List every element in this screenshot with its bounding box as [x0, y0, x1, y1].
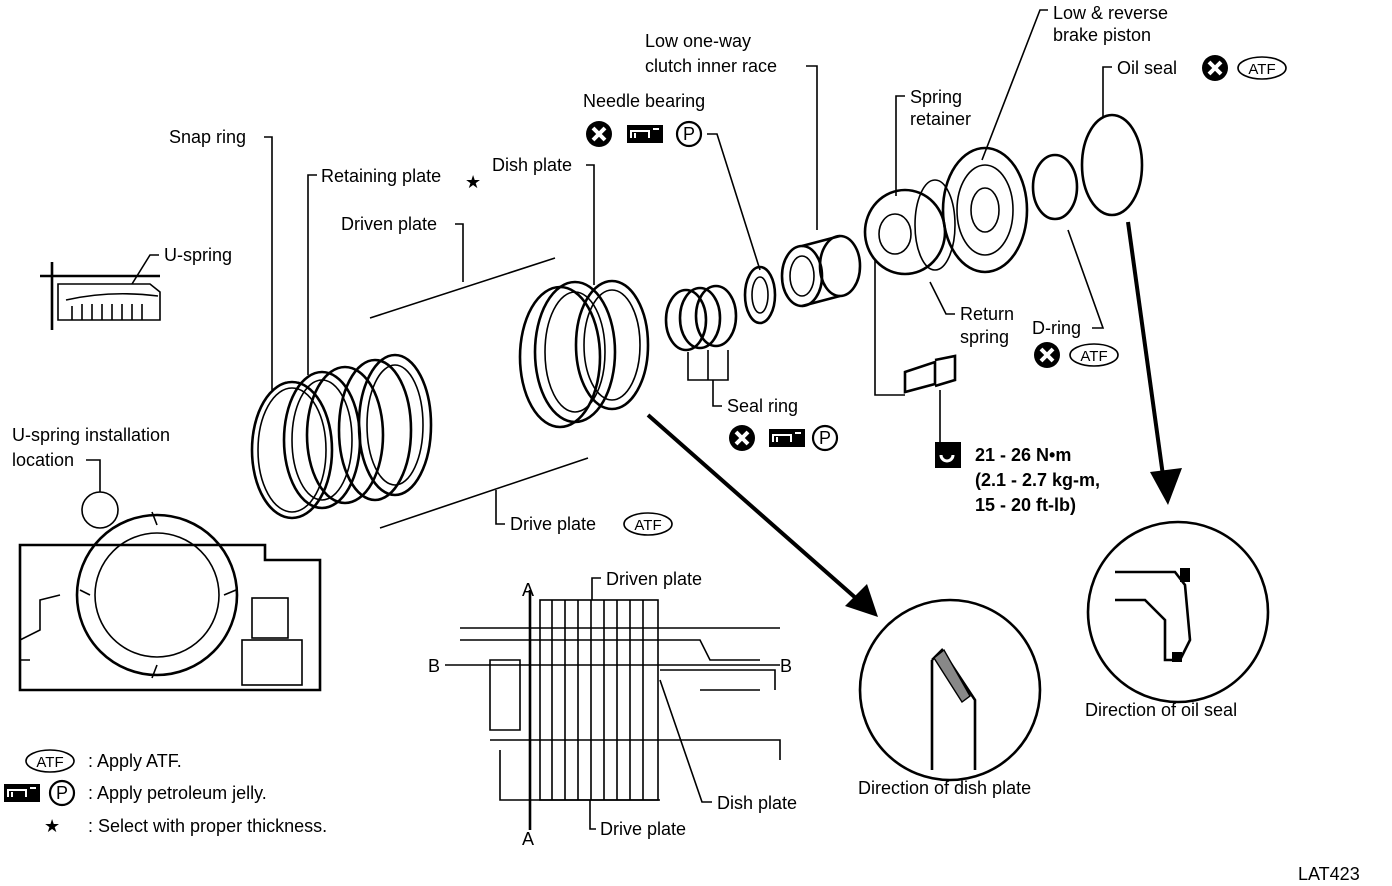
- svg-text:Driven plate: Driven plate: [606, 569, 702, 589]
- driven-plate-stack: [337, 257, 589, 529]
- torque-spec: 21 - 26 N•m (2.1 - 2.7 kg-m, 15 - 20 ft-…: [935, 442, 1100, 515]
- dish-plate-direction-detail: Direction of dish plate: [858, 598, 1042, 798]
- low-reverse-brake-piston-label: Low & reverse brake piston: [981, 3, 1168, 161]
- svg-text:Dish plate: Dish plate: [717, 793, 797, 813]
- snap-ring-part: [250, 380, 334, 520]
- replace-icon: [1200, 53, 1230, 83]
- bolt-part: [874, 260, 957, 456]
- drive-plate-label: Drive plate ATF: [495, 490, 673, 536]
- svg-text:clutch inner race: clutch inner race: [645, 56, 777, 76]
- svg-text:D-ring: D-ring: [1032, 318, 1081, 338]
- svg-text:Retaining plate: Retaining plate: [321, 166, 441, 186]
- svg-text:(2.1 - 2.7 kg-m,: (2.1 - 2.7 kg-m,: [975, 470, 1100, 490]
- seal-rings-part: [664, 284, 738, 381]
- svg-text:U-spring: U-spring: [164, 245, 232, 265]
- snap-ring-label: Snap ring: [169, 127, 273, 390]
- svg-text:Driven plate: Driven plate: [341, 214, 437, 234]
- d-ring-label: D-ring ATF: [1032, 229, 1119, 370]
- torque-wrench-icon: [935, 442, 961, 468]
- svg-text:spring: spring: [960, 327, 1009, 347]
- svg-text:: Select with proper thickness: : Select with proper thickness.: [88, 816, 327, 836]
- return-spring-label: Return spring: [929, 281, 1014, 347]
- arrow-to-oil-seal-detail: [1126, 221, 1182, 505]
- low-oneway-clutch-inner-race-part: [780, 234, 862, 308]
- arrow-to-dish-plate-detail: [646, 413, 878, 617]
- svg-text:Dish plate: Dish plate: [492, 155, 572, 175]
- oil-seal-part: [1080, 113, 1144, 217]
- thickness-star-icon: ★: [465, 172, 481, 192]
- petroleum-jelly-icon: [626, 124, 664, 144]
- thickness-star-icon: ★: [44, 816, 60, 836]
- svg-text:: Apply petroleum jelly.: : Apply petroleum jelly.: [88, 783, 267, 803]
- atf-icon: ATF: [36, 754, 63, 771]
- svg-text:retainer: retainer: [910, 109, 971, 129]
- oil-seal-label: Oil seal ATF: [1102, 53, 1287, 117]
- svg-text:: Apply ATF.: : Apply ATF.: [88, 751, 182, 771]
- svg-text:brake piston: brake piston: [1053, 25, 1151, 45]
- atf-icon: ATF: [634, 517, 661, 534]
- svg-text:Low one-way: Low one-way: [645, 31, 751, 51]
- replace-icon: [1032, 340, 1062, 370]
- needle-bearing-label: Needle bearing P: [583, 91, 761, 271]
- svg-text:U-spring installation: U-spring installation: [12, 425, 170, 445]
- clutch-cross-section: Driven plate A A B B Dish plate Drive pl…: [428, 569, 797, 849]
- spring-retainer-label: Spring retainer: [895, 87, 971, 196]
- svg-text:Spring: Spring: [910, 87, 962, 107]
- svg-text:21 - 26 N•m: 21 - 26 N•m: [975, 445, 1071, 465]
- u-spring-installation-detail: U-spring installation location: [12, 425, 322, 692]
- svg-text:B: B: [780, 656, 792, 676]
- drive-plate-stack: [518, 280, 617, 429]
- seal-ring-label: Seal ring P: [712, 380, 839, 453]
- svg-text:Direction of dish plate: Direction of dish plate: [858, 778, 1031, 798]
- d-ring-part: [1031, 153, 1079, 221]
- svg-text:Drive plate: Drive plate: [510, 514, 596, 534]
- u-spring-detail: U-spring: [40, 245, 232, 330]
- replace-icon: [584, 119, 614, 149]
- low-reverse-brake-piston-part: [941, 146, 1029, 274]
- svg-text:Return: Return: [960, 304, 1014, 324]
- retaining-plate-label: Retaining plate ★: [307, 166, 481, 375]
- svg-text:Drive plate: Drive plate: [600, 819, 686, 839]
- svg-text:Snap ring: Snap ring: [169, 127, 246, 147]
- dish-plate-part: [574, 279, 650, 411]
- low-oneway-clutch-label: Low one-way clutch inner race: [645, 31, 818, 230]
- spring-retainer-part: [863, 179, 956, 276]
- petroleum-p-icon: P: [683, 124, 695, 144]
- svg-text:15 - 20 ft-lb): 15 - 20 ft-lb): [975, 495, 1076, 515]
- needle-bearing-part: [743, 265, 777, 325]
- svg-text:Needle bearing: Needle bearing: [583, 91, 705, 111]
- petroleum-jelly-icon: [3, 783, 41, 803]
- atf-icon: ATF: [1080, 348, 1107, 365]
- figure-id: LAT423: [1298, 864, 1360, 884]
- petroleum-jelly-icon: [768, 428, 806, 448]
- svg-text:A: A: [522, 580, 534, 600]
- petroleum-p-icon: P: [819, 428, 831, 448]
- svg-text:location: location: [12, 450, 74, 470]
- svg-text:Direction of oil seal: Direction of oil seal: [1085, 700, 1237, 720]
- svg-text:Seal ring: Seal ring: [727, 396, 798, 416]
- oil-seal-direction-detail: Direction of oil seal: [1085, 520, 1270, 720]
- dish-plate-label: Dish plate: [492, 155, 595, 285]
- svg-text:Low & reverse: Low & reverse: [1053, 3, 1168, 23]
- petroleum-p-icon: P: [56, 783, 68, 803]
- driven-plate-label: Driven plate: [341, 214, 464, 282]
- replace-icon: [727, 423, 757, 453]
- svg-text:Oil seal: Oil seal: [1117, 58, 1177, 78]
- svg-text:B: B: [428, 656, 440, 676]
- legend: ATF : Apply ATF. P : Apply petroleum jel…: [3, 749, 327, 836]
- svg-text:A: A: [522, 829, 534, 849]
- atf-icon: ATF: [1248, 61, 1275, 78]
